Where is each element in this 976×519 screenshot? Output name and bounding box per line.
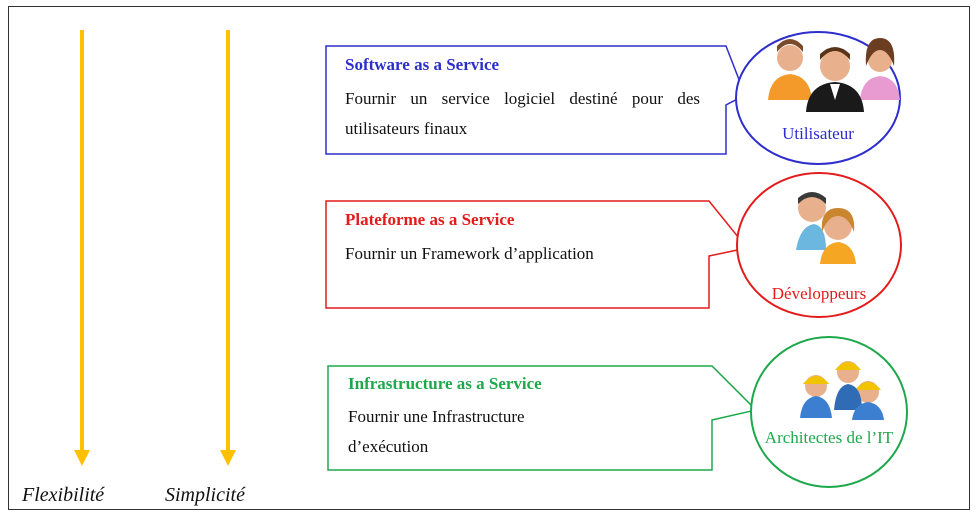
diagram-frame bbox=[8, 6, 970, 510]
developer-role-label: Développeurs bbox=[771, 284, 867, 303]
users-group-icon bbox=[768, 38, 900, 112]
iaas-title: Infrastructure as a Service bbox=[348, 374, 542, 393]
engineers-icon bbox=[800, 361, 884, 420]
paas-description: Fournir un Framework d’application bbox=[345, 244, 594, 263]
iaas-description: Fournir une Infrastructure d’exécution bbox=[348, 407, 525, 456]
developers-icon bbox=[796, 192, 856, 264]
simplicity-arrow bbox=[220, 30, 236, 466]
saas-description: Fournir un service logiciel destiné pour… bbox=[345, 89, 700, 138]
paas-callout bbox=[325, 200, 749, 309]
flexibility-label: Flexibilité bbox=[22, 484, 105, 506]
paas-title: Plateforme as a Service bbox=[345, 210, 515, 229]
user-role-label: Utilisateur bbox=[782, 124, 854, 143]
iaas-callout bbox=[327, 365, 758, 471]
architect-role-label: Architectes de l’IT bbox=[764, 428, 894, 447]
saas-title: Software as a Service bbox=[345, 55, 500, 74]
simplicity-label: Simplicité bbox=[165, 484, 245, 506]
saas-callout bbox=[325, 45, 746, 155]
flexibility-arrow bbox=[74, 30, 90, 466]
